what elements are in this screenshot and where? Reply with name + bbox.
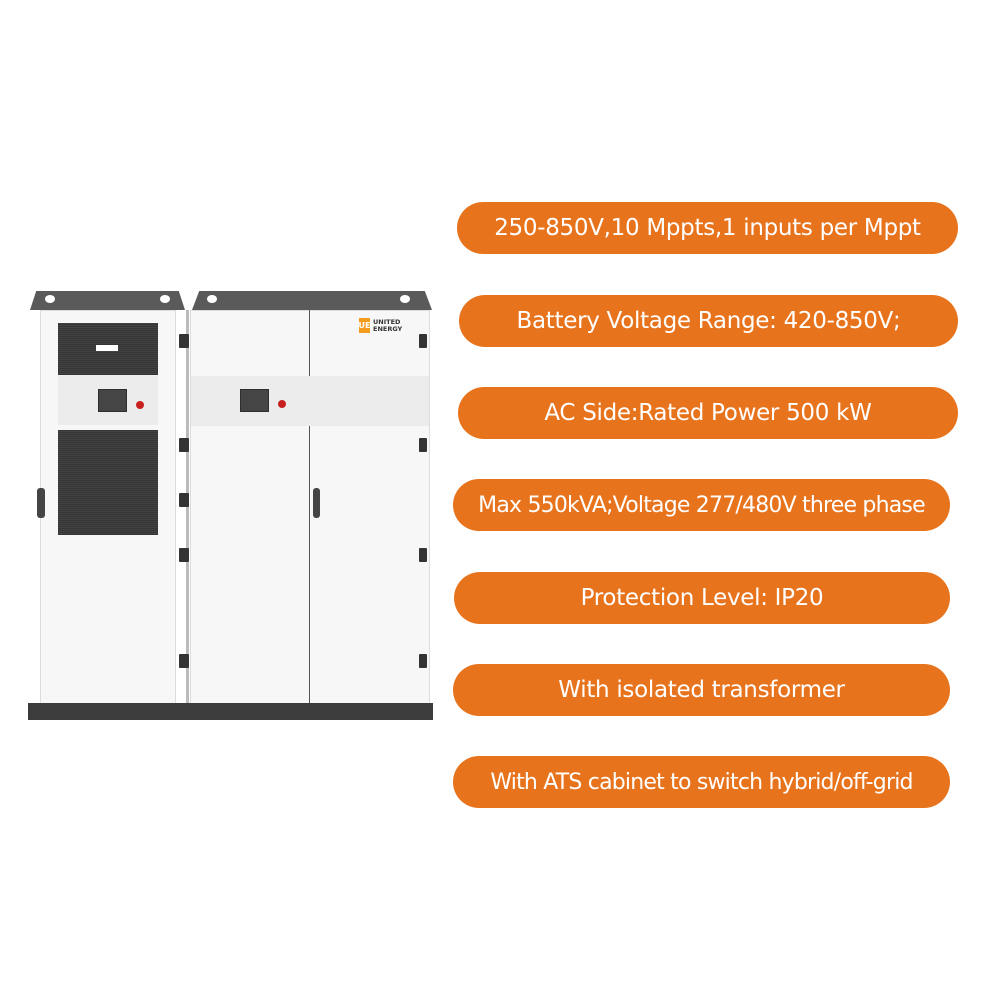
hinge (179, 548, 189, 562)
lifting-hole (400, 295, 410, 303)
feature-rated-power: AC Side:Rated Power 500 kW (458, 387, 958, 439)
feature-pv-input: 250-850V,10 Mppts,1 inputs per Mppt (457, 202, 958, 254)
hinge (419, 438, 427, 452)
hinge-post (186, 310, 189, 704)
feature-transformer: With isolated transformer (453, 664, 950, 716)
feature-ats-cabinet: With ATS cabinet to switch hybrid/off-gr… (453, 756, 950, 808)
small-logo-label (96, 345, 118, 351)
door-handle (313, 488, 320, 518)
lower-vent-grille (58, 430, 158, 535)
door-handle (37, 488, 45, 518)
brand-logo-mark: UE (359, 318, 370, 333)
right-cabinet (190, 310, 430, 704)
touch-screen (98, 389, 127, 412)
feature-max-kva: Max 550kVA;Voltage 277/480V three phase (453, 479, 950, 531)
lifting-hole (207, 295, 217, 303)
hinge (419, 548, 427, 562)
hinge (179, 493, 189, 507)
hinge (419, 654, 427, 668)
hinge (179, 334, 189, 348)
hinge (179, 438, 189, 452)
door-divider (309, 310, 310, 704)
lifting-hole (45, 295, 55, 303)
lifting-hole (160, 295, 170, 303)
control-panel-band (191, 376, 429, 426)
left-cabinet-top-frame (30, 291, 185, 310)
feature-protection-level: Protection Level: IP20 (454, 572, 950, 624)
cabinet-base (28, 703, 433, 720)
hinge (419, 334, 427, 348)
touch-screen (240, 389, 269, 412)
right-cabinet-top-frame (192, 291, 432, 310)
emergency-stop-button (278, 400, 286, 408)
brand-logo-text: UNITED ENERGY (373, 318, 403, 333)
emergency-stop-button (136, 401, 144, 409)
feature-battery-voltage: Battery Voltage Range: 420-850V; (459, 295, 958, 347)
hinge (179, 654, 189, 668)
